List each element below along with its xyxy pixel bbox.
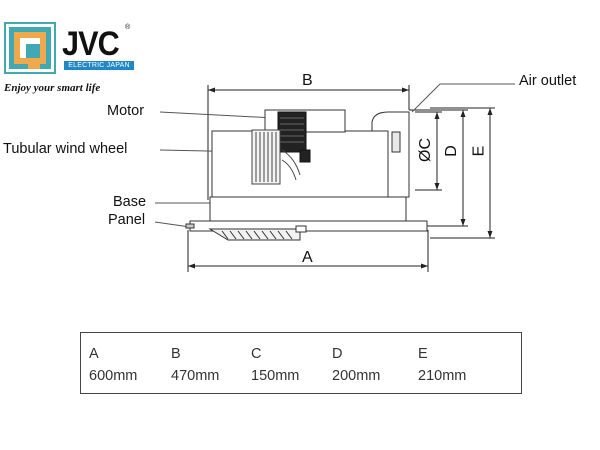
label-dim-a: A bbox=[302, 249, 313, 266]
panel-grille bbox=[208, 225, 307, 241]
label-base: Base bbox=[113, 194, 147, 210]
dim-value: 200mm bbox=[332, 368, 381, 384]
dim-column-a: A 600mm bbox=[89, 343, 137, 387]
dim-value: 210mm bbox=[418, 368, 467, 384]
tubular-wind-wheel bbox=[251, 129, 301, 185]
label-tubular-wind-wheel: Tubular wind wheel bbox=[3, 141, 128, 157]
dim-header: E bbox=[418, 346, 428, 362]
label-dim-e: E bbox=[470, 145, 488, 157]
dim-header: A bbox=[89, 346, 99, 362]
label-dim-c: ØC bbox=[417, 138, 434, 162]
label-panel: Panel bbox=[108, 212, 146, 228]
brand-name: JVC bbox=[62, 25, 120, 63]
dim-value: 470mm bbox=[171, 368, 220, 384]
dim-header: D bbox=[332, 346, 343, 362]
dimension-table: A 600mm B 470mm C 150mm D 200mm E 210mm bbox=[80, 332, 522, 394]
dim-column-e: E 210mm bbox=[418, 343, 466, 387]
jvc-logo: JVC ® ELECTRIC JAPAN bbox=[4, 22, 134, 97]
label-dim-b: B bbox=[302, 72, 313, 89]
brand-subline: ELECTRIC JAPAN bbox=[64, 61, 134, 70]
dim-value: 150mm bbox=[251, 368, 300, 384]
dim-column-d: D 200mm bbox=[332, 343, 380, 387]
dim-value: 600mm bbox=[89, 368, 138, 384]
fan-technical-drawing bbox=[154, 83, 515, 272]
dim-header: B bbox=[171, 346, 181, 362]
slogan: Enjoy your smart life bbox=[4, 82, 101, 94]
jvc-logo-mark-icon bbox=[4, 22, 56, 74]
label-motor: Motor bbox=[107, 103, 145, 119]
label-dim-d: D bbox=[442, 145, 460, 157]
registered-mark: ® bbox=[125, 24, 131, 31]
base-plate bbox=[209, 196, 407, 222]
dim-column-c: C 150mm bbox=[251, 343, 299, 387]
dim-column-b: B 470mm bbox=[171, 343, 219, 387]
dim-header: C bbox=[251, 346, 262, 362]
label-air-outlet: Air outlet bbox=[519, 73, 577, 89]
